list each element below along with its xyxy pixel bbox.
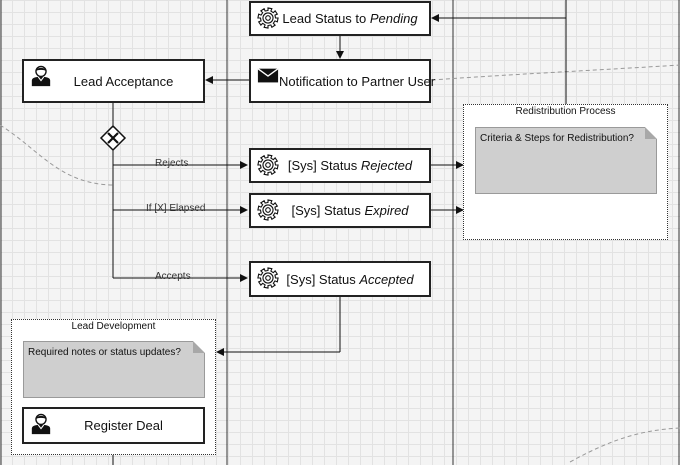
exclusive-gateway-icon[interactable] xyxy=(99,124,127,152)
gear-icon xyxy=(257,199,279,221)
group-title: Redistribution Process xyxy=(515,106,616,117)
gear-icon xyxy=(257,267,279,289)
lead-status-pending-task[interactable]: Lead Status to Pending xyxy=(249,1,431,36)
edge-label-accepts: Accepts xyxy=(155,271,191,282)
annotation-note: Criteria & Steps for Redistribution? xyxy=(475,127,657,194)
note-fold-icon xyxy=(645,127,657,139)
edge-label-elapsed: If [X] Elapsed xyxy=(146,203,206,214)
user-icon xyxy=(31,413,51,435)
gear-icon xyxy=(257,7,279,29)
task-label: [Sys] Status Rejected xyxy=(287,158,413,173)
task-label: Lead Acceptance xyxy=(73,73,174,89)
user-icon xyxy=(31,65,51,87)
notification-task[interactable]: Notification to Partner User xyxy=(249,59,435,103)
note-text: Criteria & Steps for Redistribution? xyxy=(480,133,634,144)
dashed-curve xyxy=(569,427,680,463)
lead-acceptance-task[interactable]: Lead Acceptance xyxy=(22,59,205,103)
task-label: [Sys] Status Expired xyxy=(291,203,409,218)
task-label: Lead Status to Pending xyxy=(282,11,418,26)
dashed-curve xyxy=(431,64,680,81)
task-label: [Sys] Status Accepted xyxy=(286,271,414,287)
group-title: Lead Development xyxy=(71,321,156,332)
edge-label-rejects: Rejects xyxy=(155,158,189,169)
task-label: Register Deal xyxy=(84,418,163,433)
note-fold-icon xyxy=(193,341,205,353)
sys-status-rejected-task[interactable]: [Sys] Status Rejected xyxy=(249,148,431,183)
redistribution-process-group[interactable]: Redistribution Process Criteria & Steps … xyxy=(463,104,668,240)
sys-status-expired-task[interactable]: [Sys] Status Expired xyxy=(249,193,431,228)
envelope-icon xyxy=(257,68,279,83)
note-text: Required notes or status updates? xyxy=(28,347,181,358)
sys-status-accepted-task[interactable]: [Sys] Status Accepted xyxy=(249,261,431,297)
annotation-note: Required notes or status updates? xyxy=(23,341,205,398)
gear-icon xyxy=(257,154,279,176)
dashed-curve xyxy=(0,124,116,186)
task-label: Notification to Partner User xyxy=(279,73,436,89)
register-deal-task[interactable]: Register Deal xyxy=(22,407,205,444)
